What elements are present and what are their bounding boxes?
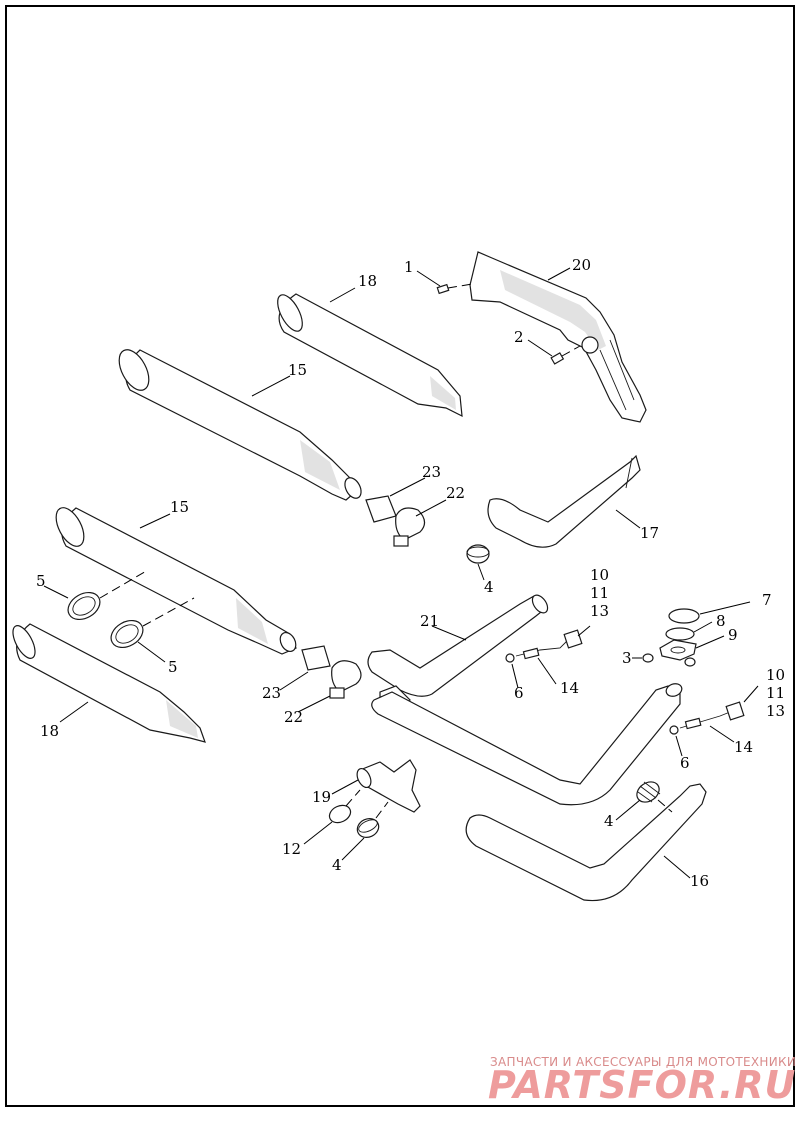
label-22: 22 — [446, 484, 465, 502]
part-3-nut — [642, 653, 696, 667]
watermark-brand: PARTSFOR.RU — [488, 1063, 796, 1107]
callout-labels: 1 20 2 18 15 23 22 17 4 15 5 5 18 23 22 … — [36, 256, 785, 890]
part-6-washer-a — [505, 653, 515, 663]
label-10: 10 — [766, 666, 785, 684]
part-4-clamp-b — [356, 801, 389, 838]
label-20: 20 — [572, 256, 591, 274]
watermark-tagline: ЗАПЧАСТИ И АКСЕССУАРЫ ДЛЯ МОТОТЕХНИКИ — [490, 1055, 796, 1069]
part-12-gasket — [328, 789, 361, 824]
part-5-gasket-b — [110, 597, 195, 649]
part-20-bracket — [469, 251, 647, 423]
part-14-oxygen-sensor-a — [515, 629, 583, 660]
part-23-sleeve-top — [365, 495, 397, 523]
label-16: 16 — [690, 872, 709, 890]
label-7: 7 — [762, 591, 772, 609]
part-2-screw — [550, 345, 581, 365]
label-13: 13 — [766, 702, 785, 720]
label-4: 4 — [604, 812, 614, 830]
part-9-flange — [659, 639, 697, 661]
diagram-border — [5, 5, 795, 1107]
label-23: 23 — [262, 684, 281, 702]
label-9: 9 — [728, 626, 738, 644]
part-21-header-pipe-front — [367, 594, 683, 806]
part-22-clamp-top — [393, 507, 426, 547]
label-10: 10 — [590, 566, 609, 584]
watermark: ЗАПЧАСТИ И АКСЕССУАРЫ ДЛЯ МОТОТЕХНИКИ PA… — [488, 1055, 796, 1107]
label-18: 18 — [358, 272, 377, 290]
label-11: 11 — [590, 584, 609, 602]
part-4-clamp-a — [466, 544, 490, 564]
part-17-header-pipe-rear — [487, 454, 641, 548]
label-5: 5 — [36, 572, 46, 590]
leader-lines — [43, 267, 759, 879]
label-1: 1 — [404, 258, 414, 276]
part-19-crossover — [356, 759, 421, 813]
part-4-clamp-c — [636, 781, 673, 813]
part-1-screw — [436, 283, 473, 295]
label-14: 14 — [560, 679, 579, 697]
part-7-gasket — [668, 608, 700, 624]
label-8: 8 — [716, 612, 726, 630]
part-18-heat-shield-top — [277, 293, 463, 418]
part-14-oxygen-sensor-b — [679, 701, 745, 730]
label-2: 2 — [514, 328, 524, 346]
label-18: 18 — [40, 722, 59, 740]
part-8-ring — [665, 627, 695, 641]
label-21: 21 — [420, 612, 439, 630]
label-19: 19 — [312, 788, 331, 806]
label-23: 23 — [422, 463, 441, 481]
part-5-gasket-a — [67, 569, 149, 621]
label-5: 5 — [168, 658, 178, 676]
part-16-header-pipe-lower — [465, 783, 707, 902]
part-22-clamp-bottom — [329, 660, 362, 699]
label-4: 4 — [332, 856, 342, 874]
part-15-muffler-top — [118, 349, 362, 501]
label-15: 15 — [288, 361, 307, 379]
label-6: 6 — [514, 684, 524, 702]
label-12: 12 — [282, 840, 301, 858]
label-15: 15 — [170, 498, 189, 516]
part-18-heat-shield-bottom — [12, 623, 206, 743]
label-14: 14 — [734, 738, 753, 756]
part-6-washer-b — [669, 725, 679, 735]
label-4: 4 — [484, 578, 494, 596]
label-17: 17 — [640, 524, 659, 542]
label-13: 13 — [590, 602, 609, 620]
label-22: 22 — [284, 708, 303, 726]
label-11: 11 — [766, 684, 785, 702]
label-6: 6 — [680, 754, 690, 772]
label-3: 3 — [622, 649, 632, 667]
part-23-sleeve-bottom — [301, 645, 331, 671]
part-15-muffler-bottom — [55, 507, 297, 655]
